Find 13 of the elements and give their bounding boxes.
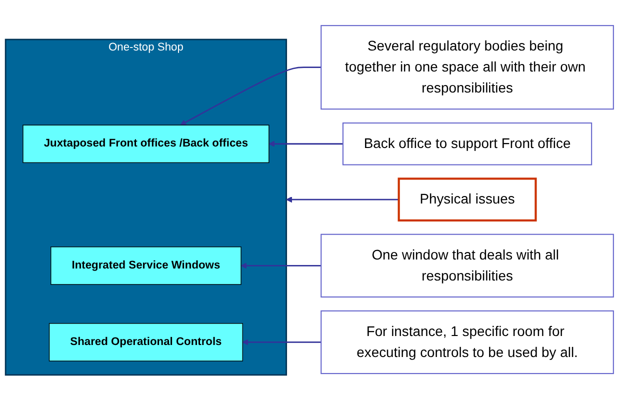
node-box: For instance, 1 specific room for executing controls to be used by all. [320, 310, 614, 374]
node-box: One window that deals with all responsibilities [320, 234, 614, 298]
arrow [180, 66, 322, 126]
node-box: Integrated Service Windows [50, 246, 242, 286]
arrow [286, 196, 399, 203]
arrow [242, 339, 322, 346]
node-box: Back office to support Front office [342, 122, 592, 166]
arrow [240, 262, 322, 269]
node-box: Juxtaposed Front offices /Back offices [22, 125, 270, 164]
arrow [268, 141, 343, 148]
node-box: Shared Operational Controls [48, 323, 243, 362]
node-box: Physical issues [398, 178, 537, 222]
node-box: Several regulatory bodies being together in one space all with their own responsibilities [320, 25, 614, 110]
